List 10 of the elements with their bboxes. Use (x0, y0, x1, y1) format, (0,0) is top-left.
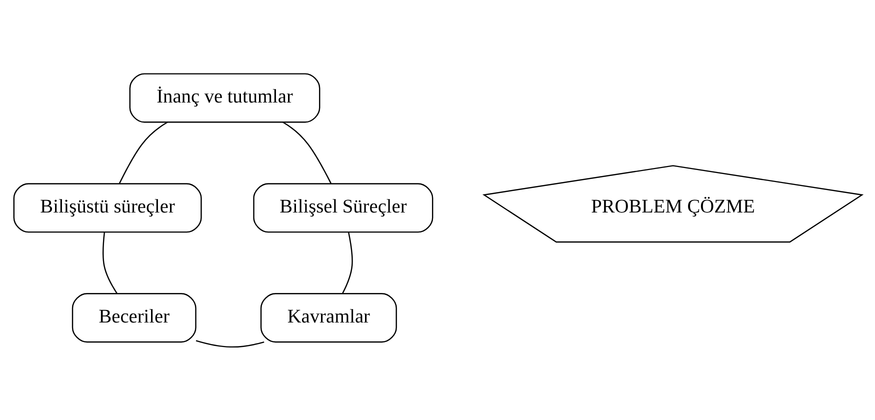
connector (102, 232, 118, 294)
connector (282, 121, 332, 184)
connector (342, 231, 352, 294)
connector (195, 340, 264, 348)
node-box: Kavramlar (260, 292, 396, 342)
node-box: İnanç ve tutumlar (128, 72, 320, 122)
node-box: Bilişsel Süreçler (252, 182, 433, 232)
node-box: Bilişüstü süreçler (12, 182, 202, 232)
connector (118, 121, 168, 184)
node-box: Beceriler (71, 292, 196, 342)
